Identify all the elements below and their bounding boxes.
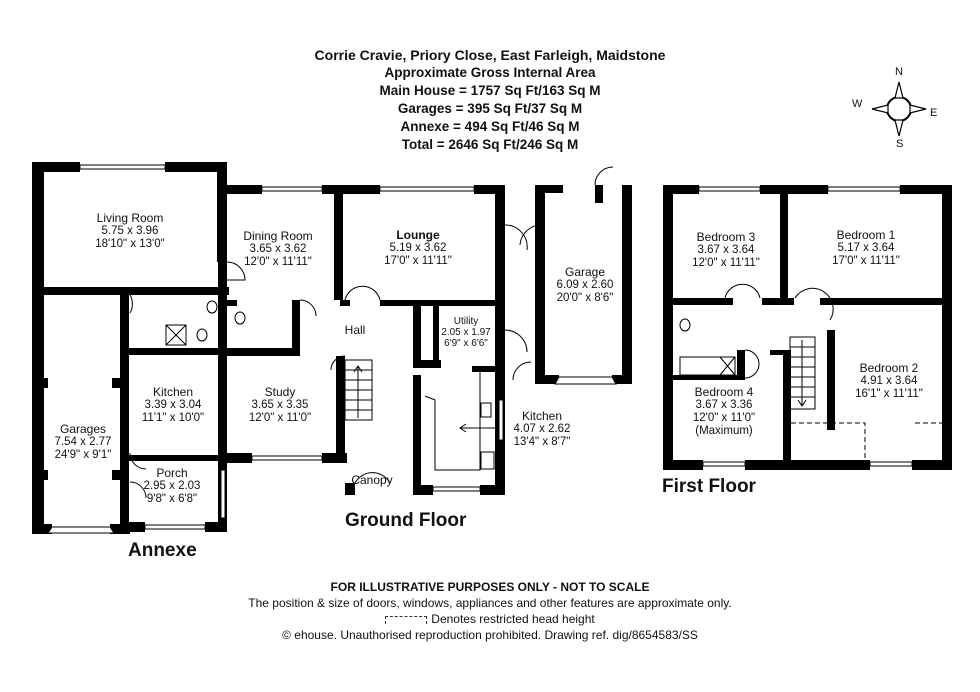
floor-label-annexe: Annexe	[128, 540, 197, 561]
room-lounge: Lounge 5.19 x 3.62 17'0" x 11'11"	[384, 228, 452, 268]
room-canopy: Canopy	[351, 473, 393, 487]
room-bedroom-4: Bedroom 4 3.67 x 3.36 12'0" x 11'0" (Max…	[692, 385, 756, 438]
room-annexe-kitchen: Kitchen 3.39 x 3.04 11'1" x 10'0"	[141, 385, 205, 425]
copyright: © ehouse. Unauthorised reproduction proh…	[282, 628, 698, 642]
area-garages: Garages = 395 Sq Ft/37 Sq M	[397, 101, 583, 116]
room-hall: Hall	[344, 323, 366, 337]
area-total: Total = 2646 Sq Ft/246 Sq M	[401, 137, 579, 152]
room-garage: Garage 6.09 x 2.60 20'0" x 8'6"	[556, 265, 614, 305]
garage-doors	[47, 376, 617, 534]
property-address: Corrie Cravie, Priory Close, East Farlei…	[314, 47, 666, 63]
floor-label-first: First Floor	[662, 476, 756, 497]
windows	[79, 164, 913, 530]
floor-label-ground: Ground Floor	[345, 510, 467, 531]
room-dining-room: Dining Room 3.65 x 3.62 12'0" x 11'11"	[243, 229, 313, 269]
room-study: Study 3.65 x 3.35 12'0" x 11'0"	[248, 385, 312, 425]
area-annexe: Annexe = 494 Sq Ft/46 Sq M	[400, 119, 580, 134]
room-bedroom-2: Bedroom 2 4.91 x 3.64 16'1" x 11'11"	[855, 361, 923, 401]
room-kitchen: Kitchen 4.07 x 2.62 13'4" x 8'7"	[513, 409, 571, 449]
kitchen-units	[424, 370, 496, 471]
dashed-line-icon	[385, 615, 428, 624]
door-swings	[129, 166, 834, 499]
room-living-room: Living Room 5.75 x 3.96 18'10" x 13'0"	[95, 211, 165, 251]
stairs	[344, 336, 816, 421]
disclaimer: FOR ILLUSTRATIVE PURPOSES ONLY - NOT TO …	[330, 580, 650, 594]
walls	[32, 162, 952, 534]
room-garages: Garages 7.54 x 2.77 24'9" x 9'1"	[54, 422, 112, 462]
legend-restricted-height: Denotes restricted head height	[0, 611, 980, 627]
compass-w: W	[852, 98, 863, 110]
approximation-note: The position & size of doors, windows, a…	[248, 596, 732, 610]
room-utility: Utility 2.05 x 1.97 6'9" x 6'6"	[441, 316, 491, 349]
floorplan-header: Corrie Cravie, Priory Close, East Farlei…	[0, 46, 980, 154]
compass-n: N	[895, 66, 903, 78]
room-bedroom-1: Bedroom 1 5.17 x 3.64 17'0" x 11'11"	[832, 228, 900, 268]
restricted-head-height	[791, 422, 942, 460]
bathroom-fixtures	[165, 300, 736, 376]
floorplan-footer: FOR ILLUSTRATIVE PURPOSES ONLY - NOT TO …	[0, 579, 980, 643]
room-bedroom-3: Bedroom 3 3.67 x 3.64 12'0" x 11'11"	[692, 230, 760, 270]
room-porch: Porch 2.95 x 2.03 9'8" x 6'8"	[143, 466, 201, 506]
compass-s: S	[896, 138, 904, 150]
compass-rose-icon: N E S W	[852, 66, 948, 158]
area-subtitle: Approximate Gross Internal Area	[384, 65, 596, 80]
area-main-house: Main House = 1757 Sq Ft/163 Sq M	[379, 83, 601, 98]
compass-e: E	[930, 107, 938, 119]
